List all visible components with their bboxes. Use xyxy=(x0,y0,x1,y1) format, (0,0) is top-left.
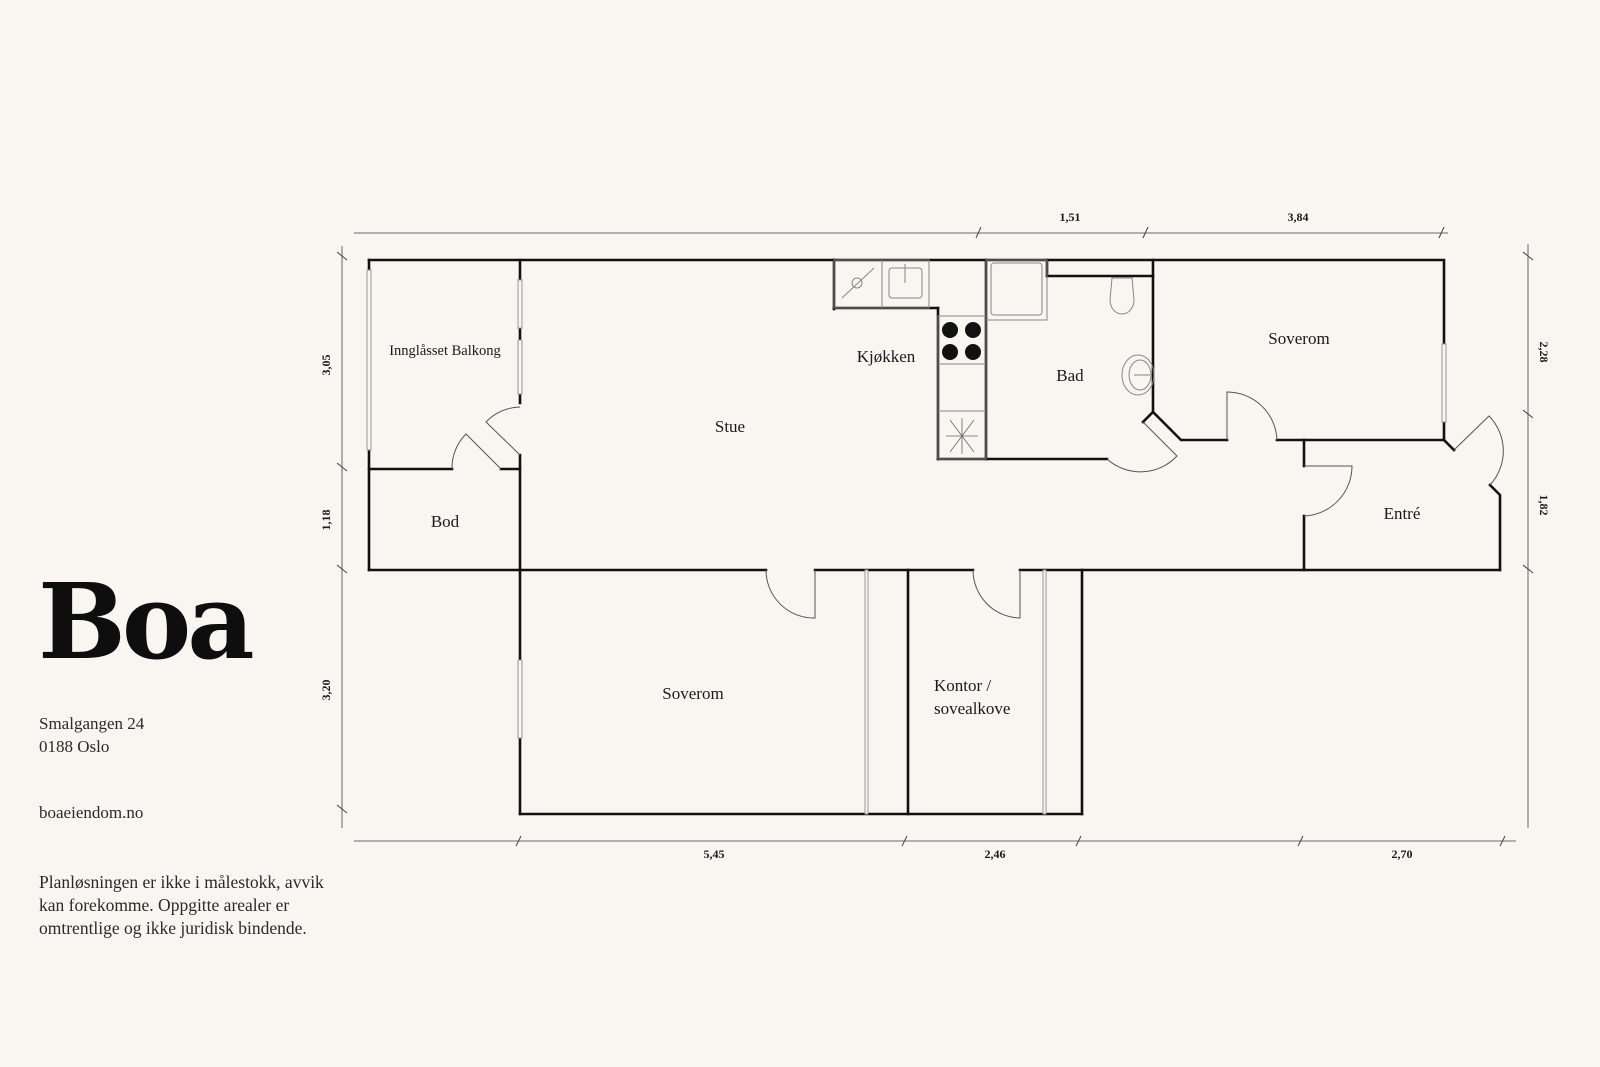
kitchen-fixtures xyxy=(833,259,987,460)
room-label-balcony: Innglåsset Balkong xyxy=(389,343,501,359)
dim-top-2: 3,84 xyxy=(1288,210,1309,224)
bath-fixtures xyxy=(985,259,1155,396)
room-label-bedroom-top: Soverom xyxy=(1268,329,1329,348)
dim-right-1: 2,28 xyxy=(1537,342,1551,363)
dim-bottom-2: 2,46 xyxy=(985,847,1006,861)
doors xyxy=(451,391,1504,619)
website-link[interactable]: boaeiendom.no xyxy=(39,803,144,822)
dim-top-1: 1,51 xyxy=(1060,210,1081,224)
dim-left-2: 1,18 xyxy=(319,510,333,531)
dim-bottom-1: 5,45 xyxy=(704,847,725,861)
address-block: Smalgangen 24 0188 Oslo xyxy=(39,712,144,758)
address-city: 0188 Oslo xyxy=(39,737,110,756)
dim-right-2: 1,82 xyxy=(1537,495,1551,516)
walls xyxy=(367,258,1502,816)
room-label-entry: Entré xyxy=(1384,504,1421,523)
room-label-living: Stue xyxy=(715,417,745,436)
dim-left-1: 3,05 xyxy=(319,355,333,376)
windows xyxy=(366,269,1447,815)
brand-logo: Boa xyxy=(38,560,255,683)
room-label-bedroom-bottom: Soverom xyxy=(662,684,723,703)
room-label-kitchen: Kjøkken xyxy=(857,347,916,366)
dim-left-3: 3,20 xyxy=(319,680,333,701)
room-label-office-1: Kontor / xyxy=(934,676,991,695)
room-label-bath: Bad xyxy=(1056,366,1084,385)
disclaimer-text: Planløsningen er ikke i målestokk, avvik… xyxy=(39,872,324,938)
room-label-storage: Bod xyxy=(431,512,460,531)
address-street: Smalgangen 24 xyxy=(39,714,145,733)
dim-bottom-3: 2,70 xyxy=(1392,847,1413,861)
dimension-lines xyxy=(336,226,1534,847)
room-label-office-2: sovealkove xyxy=(934,699,1010,718)
